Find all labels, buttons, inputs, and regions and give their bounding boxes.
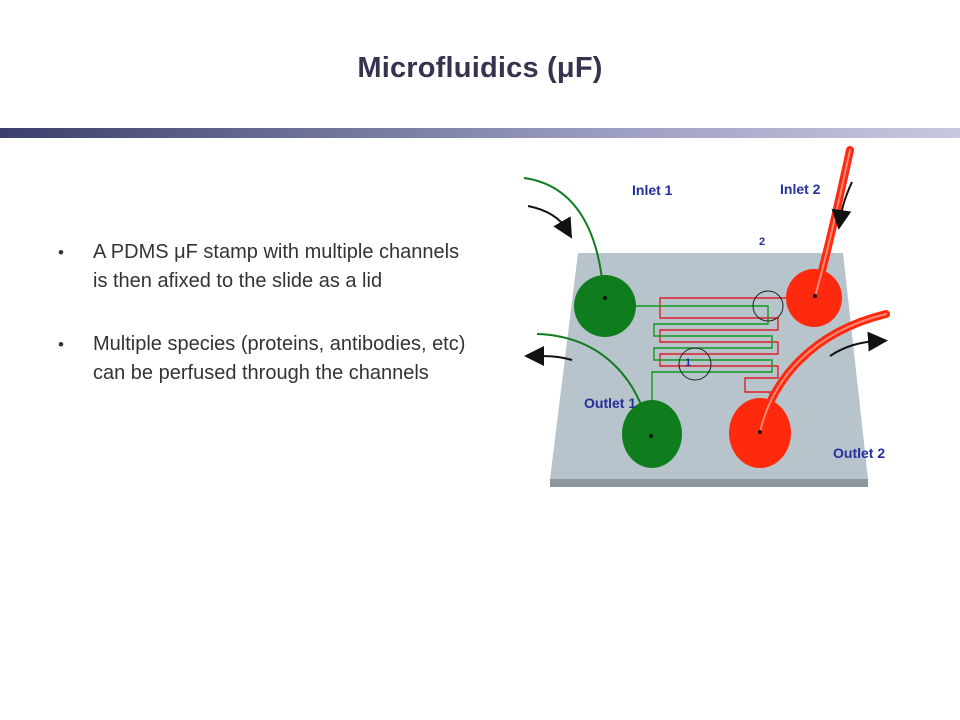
bullet-item: • A PDMS μF stamp with multiple channels…	[58, 238, 478, 296]
outlet-2-tube-tip	[758, 430, 762, 434]
marker-2-label: 2	[759, 236, 765, 248]
outlet-1-label: Outlet 1	[584, 395, 636, 411]
bullet-dot-icon: •	[58, 335, 64, 354]
inlet-1-flow-arrow-icon	[527, 205, 573, 239]
outlet-1-reservoir	[622, 400, 682, 468]
outlet-2-flow-arrow-icon	[829, 331, 888, 357]
inlet-1-label: Inlet 1	[632, 182, 673, 198]
serpentine-channels	[630, 297, 793, 410]
inlet-2-tube-tip	[813, 294, 817, 298]
inlet-1-reservoir	[574, 275, 636, 337]
outlet-2-tube-highlight	[759, 313, 887, 433]
bullet-list: • A PDMS μF stamp with multiple channels…	[58, 238, 478, 422]
marker-1-label: 1	[685, 357, 691, 369]
outlet-2-label: Outlet 2	[833, 445, 885, 461]
red-channel	[659, 297, 793, 410]
outlet-1-tube-tip	[649, 434, 653, 438]
inlet-1-tube-tip	[603, 296, 607, 300]
bullet-text: Multiple species (proteins, antibodies, …	[93, 333, 466, 384]
slide-title: Microfluidics (μF)	[357, 52, 603, 84]
marker-1-circle	[678, 347, 712, 381]
outlet-1-tube	[536, 333, 651, 437]
inlet-2-label: Inlet 2	[780, 181, 821, 197]
marker-2-circle	[752, 290, 784, 322]
outlet-1-flow-arrow-icon	[524, 346, 573, 367]
bullet-dot-icon: •	[58, 243, 64, 262]
bullet-item: • Multiple species (proteins, antibodies…	[58, 330, 478, 388]
inlet-1-tube	[523, 177, 605, 301]
slide-edge	[550, 479, 868, 487]
bullet-text: A PDMS μF stamp with multiple channels i…	[93, 241, 460, 292]
title-divider-bar	[0, 128, 960, 138]
green-channel	[630, 305, 773, 400]
microfluidic-diagram: Inlet 1 Inlet 2 Outlet 1 Outlet 2 1 2	[523, 146, 890, 487]
inlet-2-flow-arrow-icon	[831, 181, 853, 230]
